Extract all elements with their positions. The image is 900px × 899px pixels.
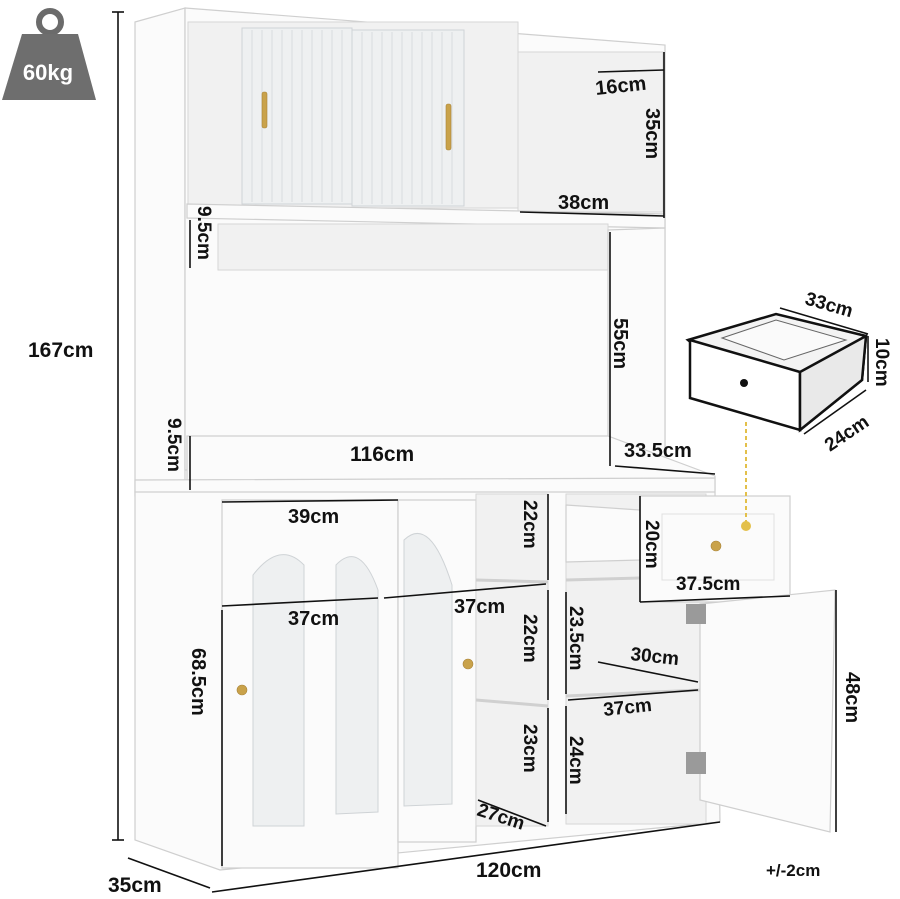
dimension-lines xyxy=(112,11,869,893)
tolerance-note: +/-2cm xyxy=(766,861,820,880)
upper-hinge xyxy=(686,604,706,624)
dim-right-shelf-width: 37cm xyxy=(602,695,653,721)
dim-drawer-inset-height: 10cm xyxy=(871,338,892,387)
dim-drawer-inset-depth: 24cm xyxy=(821,412,873,457)
drawer-knob xyxy=(710,540,722,552)
dim-counter-width: 116cm xyxy=(350,443,414,466)
drawer-inset xyxy=(685,312,868,531)
dim-top-cubby-height: 35cm xyxy=(641,108,663,159)
dim-door-inner-left: 37cm xyxy=(288,608,339,630)
dim-depth: 35cm xyxy=(108,874,162,897)
dim-total-height: 167cm xyxy=(28,339,93,362)
dim-top-cubby-width: 38cm xyxy=(558,192,609,214)
dim-width: 120cm xyxy=(476,859,541,882)
dim-right-shelf-depth: 30cm xyxy=(629,644,680,670)
dim-mid-shelf-top: 22cm xyxy=(519,500,540,549)
top-right-handle xyxy=(445,103,452,151)
dim-drawer-width: 37.5cm xyxy=(676,574,740,595)
dim-door-height: 68.5cm xyxy=(187,648,209,716)
dim-right-door-height: 48cm xyxy=(841,672,863,723)
lower-hinge xyxy=(686,752,706,774)
right-door-knob xyxy=(462,658,474,670)
weight-icon xyxy=(2,8,96,100)
dim-mid-shelf-bottom: 23cm xyxy=(519,724,540,773)
cabinet xyxy=(134,7,836,871)
dim-top-cubby-depth: 16cm xyxy=(594,73,647,100)
top-left-handle xyxy=(261,91,268,129)
left-door-knob xyxy=(236,684,248,696)
dim-door-panel-width: 39cm xyxy=(288,506,339,528)
dim-counter-side: 33.5cm xyxy=(624,440,692,462)
dim-mid-shelf-middle: 22cm xyxy=(519,614,540,663)
dim-top-shelf-gap: 9.5cm xyxy=(193,206,214,260)
dim-drawer-height: 20cm xyxy=(641,520,662,569)
dim-counter-lip: 9.5cm xyxy=(163,418,184,472)
dimension-labels: 167cm 35cm 120cm +/-2cm 16cm 35cm 38cm 9… xyxy=(28,73,892,897)
dim-open-area-height: 55cm xyxy=(609,318,631,369)
dim-right-lower: 24cm xyxy=(565,736,586,785)
weight-label: 60kg xyxy=(23,60,73,85)
dim-right-upper: 23.5cm xyxy=(565,606,586,670)
dim-door-inner-right: 37cm xyxy=(454,596,505,618)
weight-badge: 60kg xyxy=(2,8,96,100)
